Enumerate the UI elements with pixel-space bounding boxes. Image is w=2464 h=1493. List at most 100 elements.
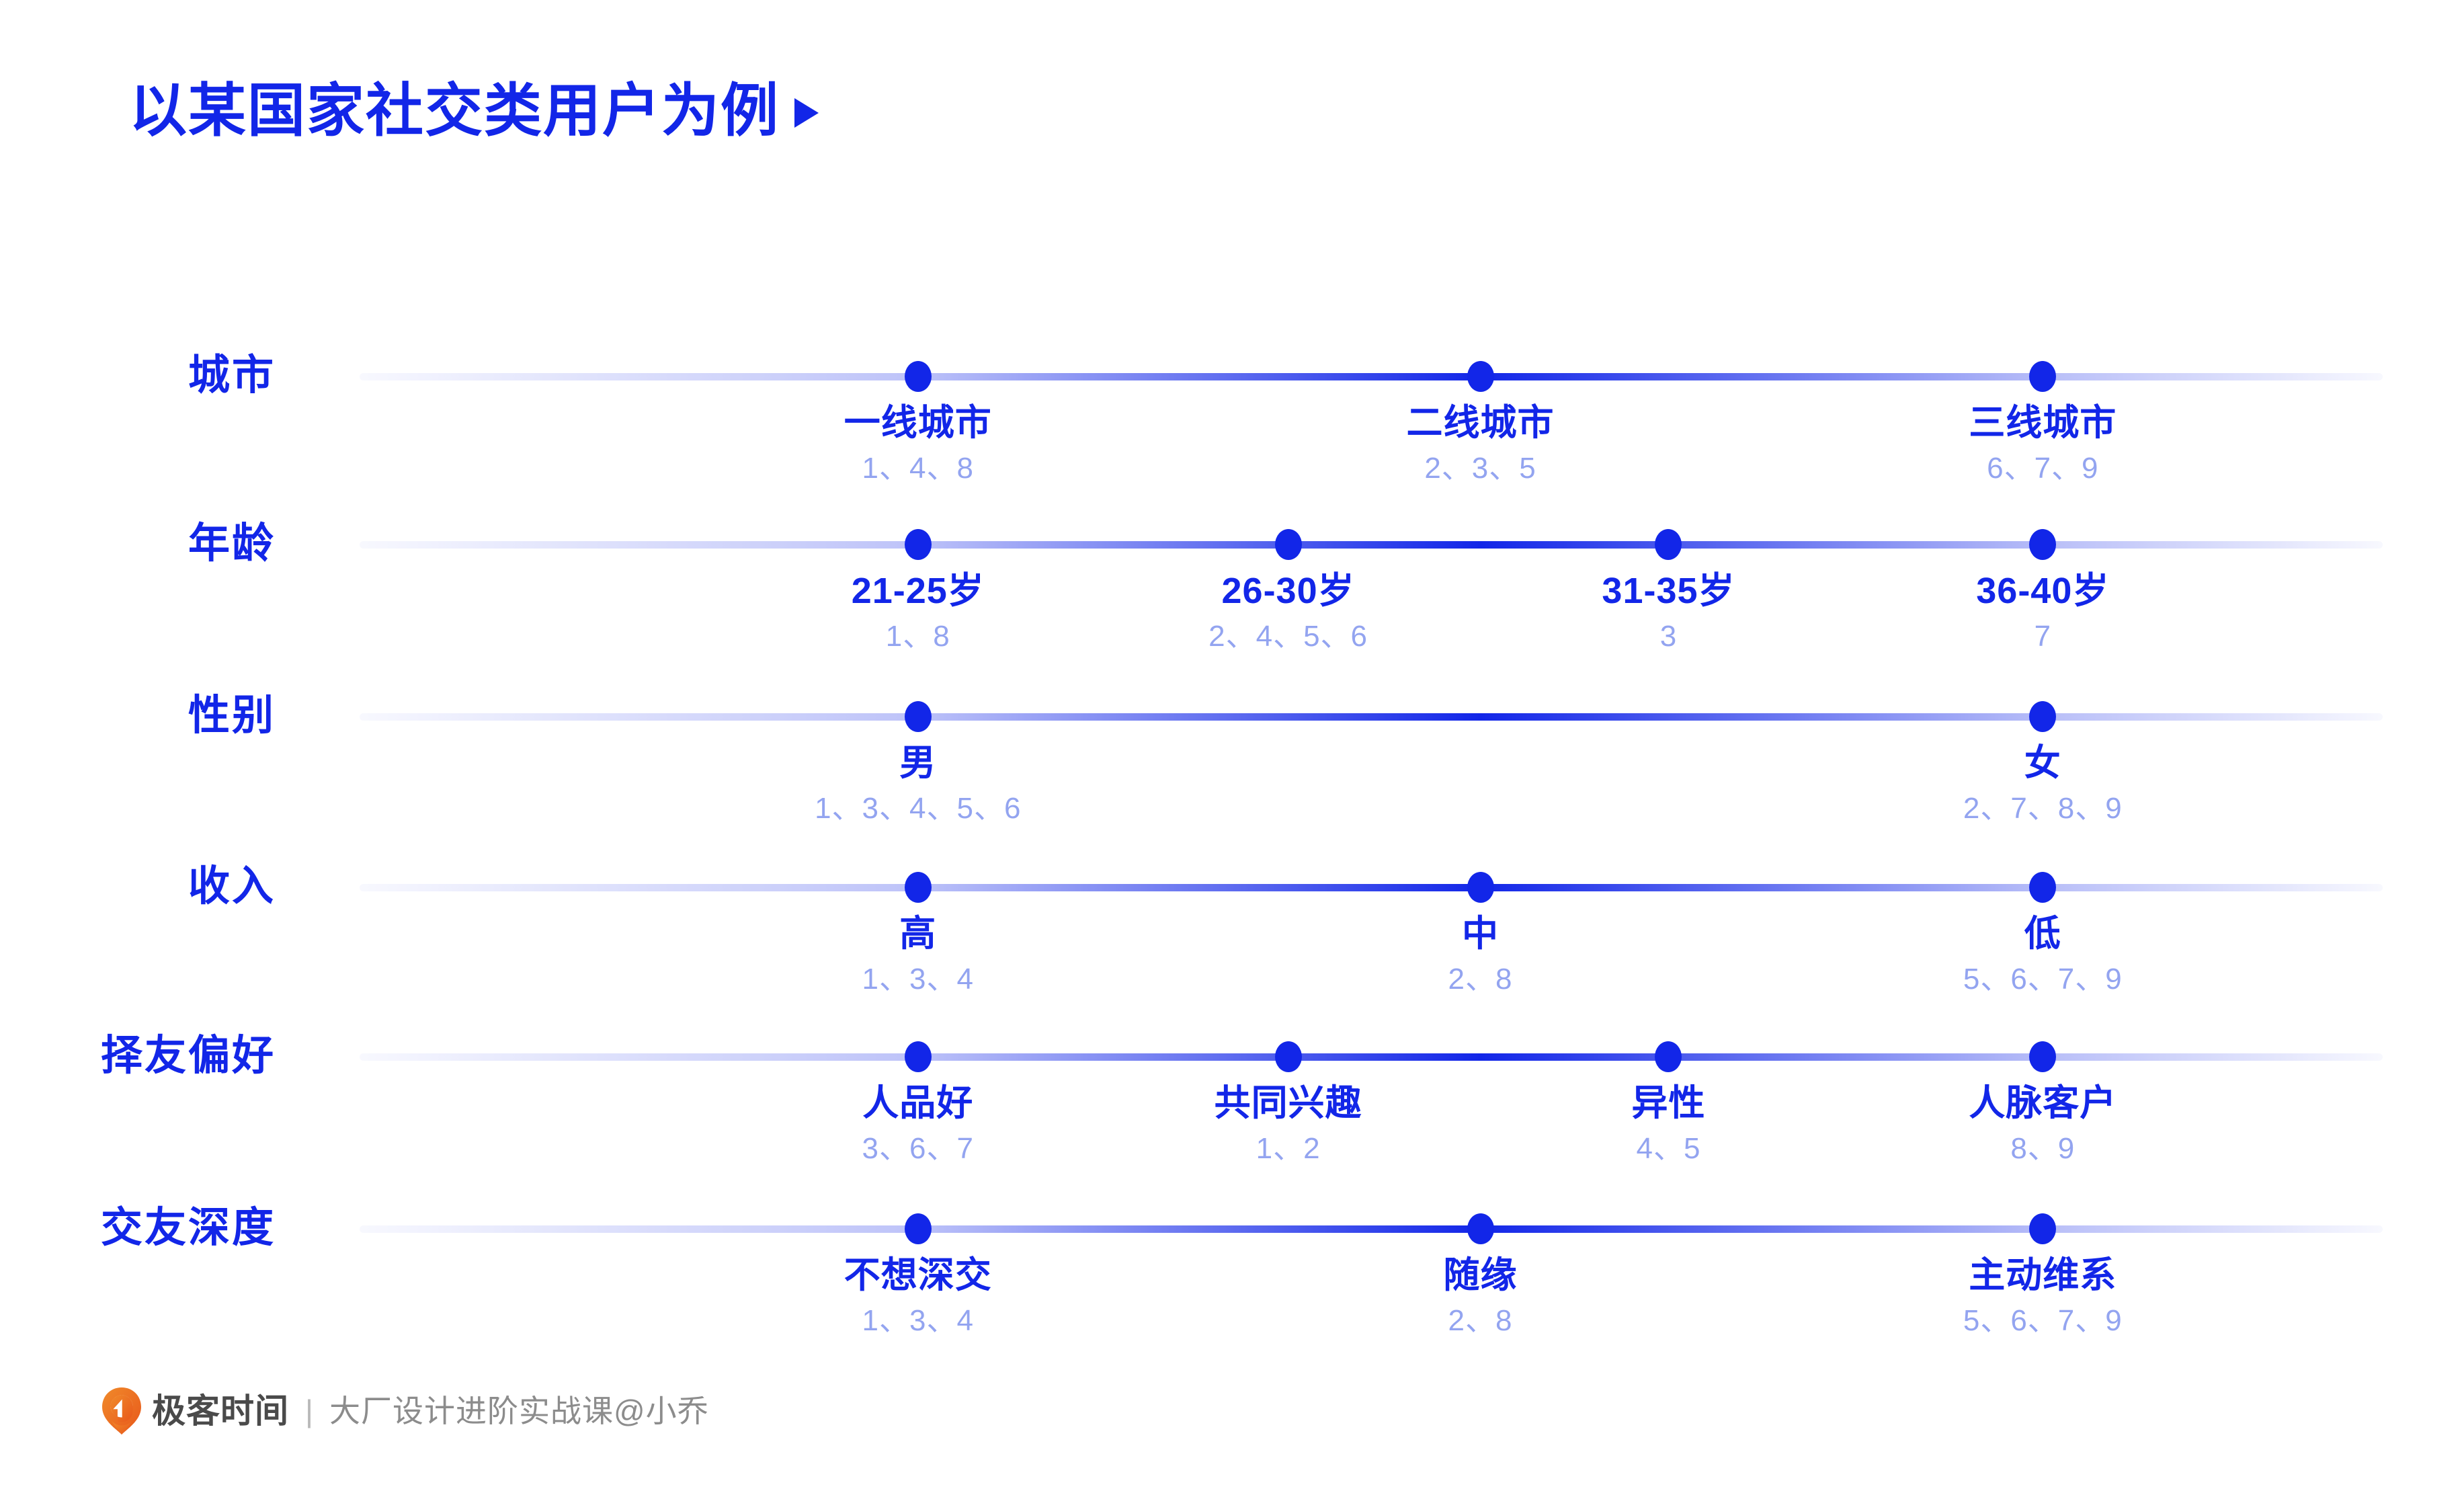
- footer-separator: |: [305, 1394, 313, 1428]
- axis-node-labels: 中 2、8: [1448, 913, 1513, 998]
- axis-row: 年龄 21-25岁 1、8 26-30岁 2、4、5、6 31-35岁 3 36-40岁 7: [0, 504, 2464, 679]
- axis-row: 城市一线城市 1、4、8 二线城市 2、3、5 三线城市 6、7、9: [0, 336, 2464, 511]
- axis-node-user-ids: 4、5: [1636, 1132, 1701, 1166]
- page-title: 以某国家社交类用户为例: [129, 79, 819, 143]
- axis-row-label: 性别: [188, 692, 276, 739]
- axis-node-labels: 人脉客户 8、9: [1969, 1082, 2117, 1168]
- axis-node-dot[interactable]: [1655, 1041, 1682, 1072]
- axis-node-name: 异性: [1631, 1083, 1706, 1123]
- axis-node-name: 31-35岁: [1602, 571, 1735, 611]
- axis-node-name: 低: [2024, 914, 2061, 954]
- axis-node-user-ids: 6、7、9: [1987, 452, 2099, 485]
- axis-node-dot[interactable]: [2029, 361, 2057, 392]
- brand-name: 极客时间: [152, 1392, 289, 1430]
- axis-node-labels: 三线城市 6、7、9: [1969, 402, 2117, 487]
- axis-row: 择友偏好人品好 3、6、7 共同兴趣 1、2 异性 4、5 人脉客户 8、9: [0, 1016, 2464, 1191]
- axis-node-user-ids: 7: [2034, 620, 2052, 653]
- axis-node-dot[interactable]: [1274, 529, 1302, 560]
- axis-track: [360, 1053, 2383, 1061]
- axis-track: [360, 713, 2383, 721]
- axis-node-dot[interactable]: [904, 529, 932, 560]
- axis-node-user-ids: 3: [1659, 620, 1678, 653]
- axis-node-dot[interactable]: [1274, 1041, 1302, 1072]
- axis-node-labels: 男 1、3、4、5、6: [815, 742, 1021, 828]
- axis-row: 性别男 1、3、4、5、6 女 2、7、8、9: [0, 676, 2464, 851]
- axis-node-dot[interactable]: [2029, 872, 2057, 903]
- axis-node-labels: 随缘 2、8: [1444, 1254, 1518, 1340]
- geekbang-pin-icon: [101, 1386, 142, 1436]
- axis-node-dot[interactable]: [904, 1213, 932, 1244]
- axis-node-labels: 异性 4、5: [1631, 1082, 1705, 1168]
- axis-row-label: 城市: [188, 352, 276, 399]
- axis-node-name: 共同兴趣: [1214, 1083, 1362, 1123]
- axis-node-labels: 女 2、7、8、9: [1963, 742, 2123, 828]
- axis-row-label: 收入: [188, 863, 276, 910]
- axis-node-dot[interactable]: [904, 701, 932, 732]
- axis-node-user-ids: 1、3、4: [862, 1304, 974, 1338]
- axis-node-user-ids: 2、8: [1448, 1304, 1513, 1338]
- axis-row-label: 年龄: [188, 520, 276, 567]
- axis-node-name: 高: [899, 914, 937, 954]
- axis-node-name: 26-30岁: [1221, 571, 1355, 611]
- axis-node-dot[interactable]: [1467, 872, 1494, 903]
- course-name: 大厂设计进阶实战课@小乔: [329, 1394, 709, 1428]
- footer: 极客时间 | 大厂设计进阶实战课@小乔: [101, 1386, 709, 1436]
- play-triangle-icon: [794, 98, 819, 128]
- axis-node-labels: 共同兴趣 1、2: [1215, 1082, 1362, 1168]
- axis-node-name: 21-25岁: [851, 571, 985, 611]
- axis-node-user-ids: 8、9: [2010, 1132, 2076, 1166]
- axis-node-labels: 高 1、3、4: [862, 913, 974, 998]
- axis-node-name: 女: [2024, 743, 2061, 783]
- axis-node-dot[interactable]: [1467, 1213, 1494, 1244]
- axis-track: [360, 884, 2383, 891]
- axis-node-labels: 不想深交 1、3、4: [844, 1254, 992, 1340]
- axis-node-user-ids: 1、3、4、5、6: [815, 792, 1022, 825]
- axis-node-labels: 二线城市 2、3、5: [1407, 402, 1555, 487]
- page-title-text: 以某国家社交类用户为例: [129, 79, 780, 143]
- axis-node-labels: 主动维系 5、6、7、9: [1963, 1254, 2123, 1340]
- axis-node-name: 人脉客户: [1969, 1083, 2117, 1123]
- axis-node-dot[interactable]: [2029, 1213, 2057, 1244]
- axis-node-dot[interactable]: [2029, 701, 2057, 732]
- axis-node-dot[interactable]: [1655, 529, 1682, 560]
- axis-node-dot[interactable]: [2029, 529, 2057, 560]
- axis-node-name: 中: [1462, 914, 1500, 954]
- axis-node-dot[interactable]: [904, 1041, 932, 1072]
- axis-node-user-ids: 1、2: [1256, 1132, 1321, 1166]
- axis-node-name: 不想深交: [844, 1255, 992, 1295]
- axis-node-labels: 低 5、6、7、9: [1963, 913, 2123, 998]
- axis-node-user-ids: 5、6、7、9: [1963, 1304, 2123, 1338]
- axis-row: 收入高 1、3、4 中 2、8 低 5、6、7、9: [0, 847, 2464, 1022]
- axis-node-user-ids: 1、3、4: [862, 963, 974, 996]
- axis-node-dot[interactable]: [1467, 361, 1494, 392]
- axis-track: [360, 373, 2383, 380]
- axis-node-labels: 36-40岁 7: [1976, 570, 2109, 655]
- axis-node-user-ids: 3、6、7: [862, 1132, 974, 1166]
- axis-node-dot[interactable]: [2029, 1041, 2057, 1072]
- axis-node-user-ids: 1、8: [885, 620, 950, 653]
- axis-node-name: 男: [899, 743, 937, 783]
- axis-node-user-ids: 2、8: [1448, 963, 1513, 996]
- axis-node-labels: 21-25岁 1、8: [852, 570, 985, 655]
- axis-node-user-ids: 5、6、7、9: [1963, 963, 2123, 996]
- axis-track: [360, 541, 2383, 549]
- axis-node-name: 三线城市: [1969, 403, 2117, 443]
- axis-node-name: 主动维系: [1969, 1255, 2117, 1295]
- axis-node-labels: 31-35岁 3: [1602, 570, 1735, 655]
- axis-node-name: 随缘: [1443, 1255, 1518, 1295]
- axis-node-user-ids: 2、3、5: [1424, 452, 1536, 485]
- axis-node-labels: 26-30岁 2、4、5、6: [1208, 570, 1368, 655]
- axis-node-name: 一线城市: [844, 403, 992, 443]
- axis-node-name: 人品好: [862, 1083, 974, 1123]
- axis-node-name: 36-40岁: [1976, 571, 2110, 611]
- axis-track: [360, 1225, 2383, 1233]
- axis-node-user-ids: 2、7、8、9: [1963, 792, 2123, 825]
- axis-node-user-ids: 1、4、8: [862, 452, 974, 485]
- axis-node-dot[interactable]: [904, 872, 932, 903]
- axis-row-label: 择友偏好: [100, 1033, 276, 1079]
- axis-node-name: 二线城市: [1406, 403, 1555, 443]
- axis-node-user-ids: 2、4、5、6: [1208, 620, 1368, 653]
- axis-node-dot[interactable]: [904, 361, 932, 392]
